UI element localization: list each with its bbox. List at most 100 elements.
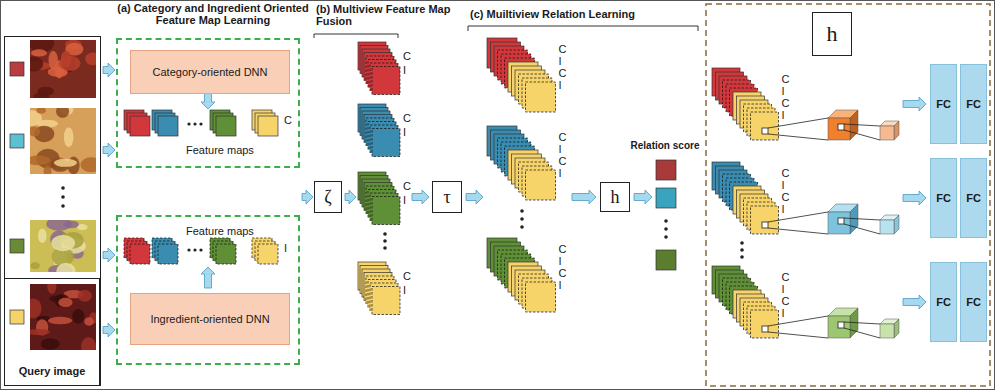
map-letter-holder: I [559,143,562,155]
food-photo [30,284,96,350]
map-letter: C [782,167,790,179]
photo-detail [78,290,92,302]
ellipsis-dot [520,217,524,221]
cube-front [880,324,894,338]
cube-side [894,215,899,234]
map-letter: I [284,242,287,254]
fc-layer: FC [930,262,957,342]
photo-detail [30,262,39,269]
projection-line [844,224,880,234]
feature-group: Feature maps Category-oriented DNN [116,38,300,168]
photo-detail [64,127,74,147]
node-text: FC [966,296,981,308]
map-letter: C [403,180,411,192]
node-text: FC [966,192,981,204]
ellipsis-dot [61,204,65,208]
node-text: τ [443,187,450,208]
map-letter-holder: C [403,270,411,282]
section-heading: (a) Category and Ingredient Oriented Fea… [116,2,310,26]
photo-detail [56,263,75,272]
ellipsis-dot [193,248,196,251]
ellipsis-dot [383,246,387,250]
map-letter-holder: C [403,50,411,62]
block-arrow [103,143,115,157]
section-bracket [314,34,398,38]
ellipsis-dot [383,232,387,236]
node-text: Feature maps [186,144,254,156]
food-photo [30,40,96,98]
block-arrow [302,190,313,204]
ingredient-map [751,112,779,140]
photo-detail [51,235,75,251]
block-arrow [412,190,429,204]
query-box: Query image [4,278,100,386]
map-letter: I [403,126,406,138]
ellipsis-dot [61,186,65,190]
ellipsis-dot [520,209,524,213]
image-column [5,37,101,386]
map-letter-holder: I [559,79,562,91]
node-text: h [827,21,838,47]
block-arrow [903,191,926,205]
map-letter: I [782,203,785,215]
node-text: h [611,187,620,208]
node-text: FC [936,98,951,110]
photo-detail [58,298,72,307]
fc-layer: FC [960,158,987,238]
network-box: Category-oriented DNN [130,50,290,94]
receptive-field [838,322,844,328]
projection-line [768,212,828,222]
cube-side [894,319,899,338]
category-map [130,116,150,136]
map-letter-holder: C [403,180,411,192]
map-letter: I [782,179,785,191]
section-heading: (b) Multiview Feature Map Fusion [316,3,452,27]
ellipsis-dot [740,255,744,259]
photo-detail [48,51,57,70]
score-label: Relation score [626,140,704,152]
map-letter-holder: C [782,271,790,283]
ingredient-map [372,67,400,95]
map-letter: I [782,307,785,319]
map-letter: C [782,73,790,85]
node-text: FC [966,98,981,110]
ingredient-map [158,244,178,264]
ingredient-map [372,129,400,157]
ellipsis-dot [383,239,387,243]
map-letter-holder: I [559,167,562,179]
map-letter: C [403,112,411,124]
photo-detail [72,309,84,324]
node-text: Feature maps [186,225,254,237]
photo-detail [30,126,40,136]
map-letter: C [782,191,790,203]
map-letter-holder: C [782,191,790,203]
network-box: Ingredient-oriented DNN [130,293,290,345]
projection-line [768,332,828,338]
class-swatch [10,62,24,76]
map-letter-holder: I [782,283,785,295]
block-arrow [634,190,652,204]
map-letter: C [559,67,567,79]
cube-front [828,212,850,234]
map-letter: I [782,109,785,121]
map-letter-holder: I [782,203,785,215]
map-letter: I [559,255,562,267]
ingredient-map [372,197,400,225]
receptive-field [838,218,844,224]
projection-line [844,328,880,338]
node-text: FC [936,296,951,308]
map-letter-holder: I [782,179,785,191]
section-heading-holder: (c) Muiltiview Relation Learning [470,8,685,20]
map-letter: I [403,64,406,76]
cube-front [828,316,850,338]
section-heading-holder: (b) Multiview Feature Map Fusion [316,3,452,27]
projection-line [768,228,828,234]
fc-layer: FC [960,262,987,342]
fc-layer: FC [930,158,957,238]
cube-front [880,126,894,140]
map-letter: I [782,283,785,295]
ingredient-map [526,82,556,112]
photo-detail [31,49,47,56]
map-letter-holder: C [782,295,790,307]
ellipsis-dot [187,248,190,251]
